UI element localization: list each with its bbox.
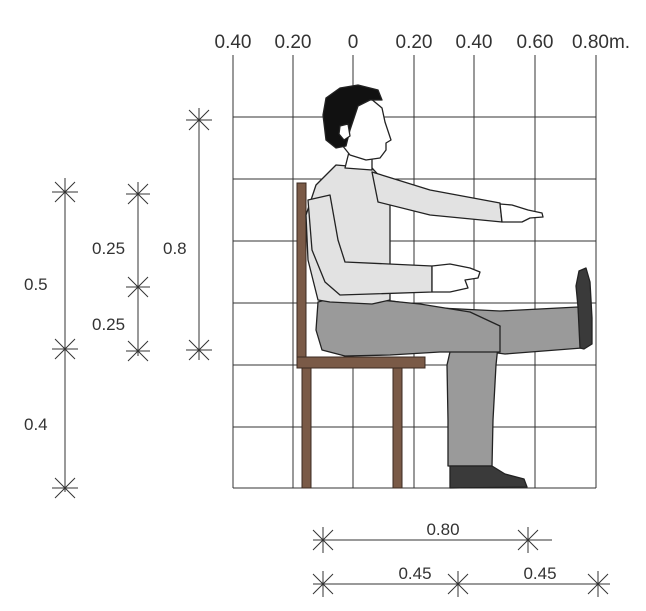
chair-front-leg (392, 367, 403, 489)
head-height-dimension (186, 108, 212, 361)
dim-label-seat-height: 0.4 (24, 415, 48, 434)
chair-seat (296, 356, 426, 369)
dim-label-lower-quarter: 0.25 (92, 315, 125, 334)
chair (296, 182, 426, 489)
chair-rear-leg (301, 367, 312, 489)
middle-height-dimension (126, 182, 150, 362)
top-axis-label: 0.20 (275, 32, 312, 53)
dim-label-seat-to-head: 0.8 (163, 239, 187, 258)
forward-hand (499, 203, 544, 223)
hair (322, 84, 383, 149)
dim-label-upper-quarter: 0.25 (92, 239, 125, 258)
top-axis-label: 0.20 (396, 32, 433, 53)
dim-label-arm-reach: 0.80 (426, 520, 459, 539)
top-axis-label: 0.40 (215, 32, 252, 53)
lap-hand (431, 263, 481, 293)
dim-label-thigh-depth: 0.45 (398, 564, 431, 583)
thigh (315, 295, 501, 357)
leg-dimension (312, 571, 610, 597)
floor-shoe (449, 465, 528, 489)
dim-label-leg-extension: 0.45 (523, 564, 556, 583)
reach-dimension (312, 527, 552, 553)
top-axis-unit-label: 0.80m. (572, 32, 630, 53)
top-axis-label: 0.40 (456, 32, 493, 53)
raised-shoe (575, 267, 593, 350)
seated-person (305, 84, 593, 489)
top-axis-label: 0 (348, 32, 359, 53)
chair-backrest (296, 182, 307, 369)
left-height-dimension (52, 178, 78, 499)
dim-label-seat-to-shoulder: 0.5 (24, 275, 48, 294)
ear (338, 123, 351, 141)
top-axis-label: 0.60 (517, 32, 554, 53)
top-axis-labels: 0.40 0.20 0 0.20 0.40 0.60 0.80m. (215, 32, 631, 53)
